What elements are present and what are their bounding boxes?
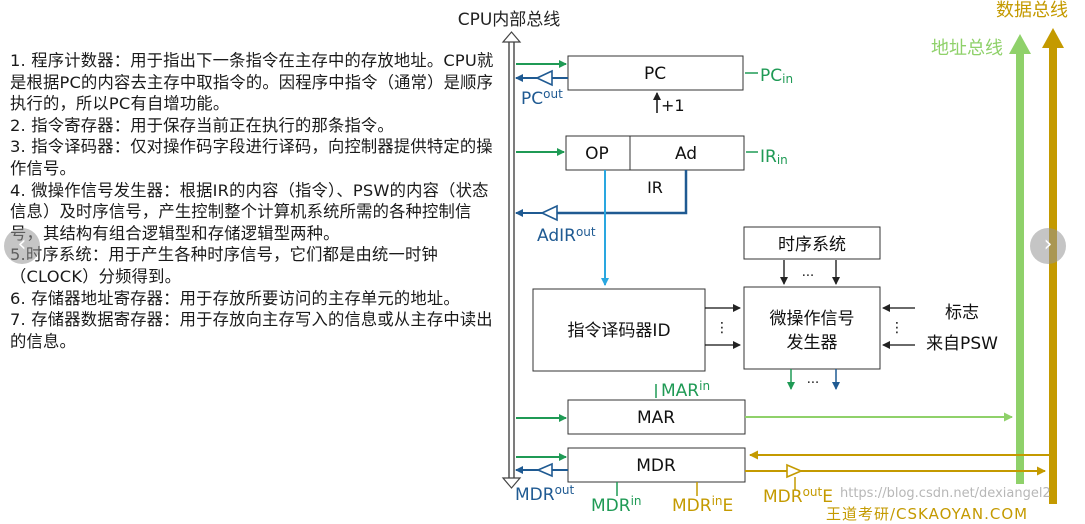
micro-op-generator-block xyxy=(743,286,881,370)
instruction-decoder-block xyxy=(532,288,706,372)
data-bus-label: 数据总线 xyxy=(996,0,1068,21)
mdr-out-gate xyxy=(535,462,553,478)
data-bus xyxy=(1042,28,1064,504)
address-bus xyxy=(1009,34,1031,484)
description-item-ir: 2. 指令寄存器：用于保存当前正在执行的那条指令。 xyxy=(10,115,394,135)
cpu-structure-diagram: CPU内部总线 地址总线 数据总线 PC +1 OP Ad IR 时序系统 ..… xyxy=(458,0,1068,513)
mdr-register xyxy=(567,447,746,483)
cpu-internal-bus-label: CPU内部总线 xyxy=(458,10,561,30)
ir-ad-field: Ad xyxy=(675,144,697,164)
ir-op-field: OP xyxy=(585,144,609,164)
mdr-in-signal-label: MDRin xyxy=(591,494,642,513)
mdr-out-e-signal-label: MDRoutE xyxy=(763,485,833,507)
pc-out-signal-label: PCout xyxy=(521,87,563,109)
timing-dots: ... xyxy=(802,265,814,280)
pc-register xyxy=(567,55,744,91)
pc-out-gate xyxy=(535,69,553,87)
mar-register xyxy=(567,399,746,435)
micro-op-generator-label-line2: 发生器 xyxy=(787,333,838,353)
mar-label: MAR xyxy=(637,408,675,428)
cpu-internal-bus xyxy=(501,31,522,489)
description-panel: 1. 程序计数器：用于指出下一条指令在主存中的存放地址。CPU就是根据PC的内容… xyxy=(10,50,502,352)
previous-slide-button[interactable]: ‹ xyxy=(4,228,40,264)
micro-op-generator-label-line1: 微操作信号 xyxy=(770,309,855,329)
description-item-mdr: 7. 存储器数据寄存器：用于存放向主存写入的信息或从主存中读出的信息。 xyxy=(10,310,493,351)
control-signal-dots: ... xyxy=(807,372,819,387)
description-item-micro-gen: 4. 微操作信号发生器：根据IR的内容（指令）、PSW的内容（状态信息）及时序信… xyxy=(10,180,489,243)
instruction-decoder-label: 指令译码器ID xyxy=(567,321,670,341)
mdr-in-e-signal-label: MDRinE xyxy=(672,494,733,513)
description-item-pc: 1. 程序计数器：用于指出下一条指令在主存中的存放地址。CPU就是根据PC的内容… xyxy=(10,51,494,114)
mdr-out-signal-label: MDRout xyxy=(515,483,575,505)
adir-out-gate xyxy=(540,204,558,222)
mdr-label: MDR xyxy=(636,456,676,476)
next-slide-button[interactable]: › xyxy=(1030,228,1066,264)
mdr-out-e-gate xyxy=(786,463,804,479)
mar-in-signal-label: MARin xyxy=(661,379,710,401)
ir-in-signal-label: IRin xyxy=(760,147,788,167)
timing-system-label: 时序系统 xyxy=(778,235,846,255)
from-psw-label: 来自PSW xyxy=(926,334,998,354)
description-item-id: 3. 指令译码器：仅对操作码字段进行译码，向控制器提供特定的操作信号。 xyxy=(10,137,493,178)
footer-brand: 王道考研/CSKAOYAN.COM xyxy=(826,505,1029,523)
description-item-timing: 5.时序系统：用于产生各种时序信号，它们都是由统一时钟（CLOCK）分频得到。 xyxy=(10,245,438,286)
adir-out-line xyxy=(557,170,688,215)
description-item-mar: 6. 存储器地址寄存器：用于存放所要访问的主存单元的地址。 xyxy=(10,288,460,308)
psw-dots: ⋮ xyxy=(890,320,904,336)
adir-out-signal-label: AdIRout xyxy=(537,225,596,246)
pc-in-signal-label: PCin xyxy=(760,66,793,86)
watermark-url: https://blog.csdn.net/dexiangel2 xyxy=(840,486,1051,501)
address-bus-label: 地址总线 xyxy=(931,38,1003,59)
ir-register xyxy=(565,135,745,171)
ir-label: IR xyxy=(647,178,663,197)
flags-label: 标志 xyxy=(945,303,979,323)
pc-increment-label: +1 xyxy=(661,96,685,115)
decoder-dots: ⋮ xyxy=(715,320,729,336)
pc-label: PC xyxy=(644,64,666,84)
timing-system-block xyxy=(743,226,881,260)
